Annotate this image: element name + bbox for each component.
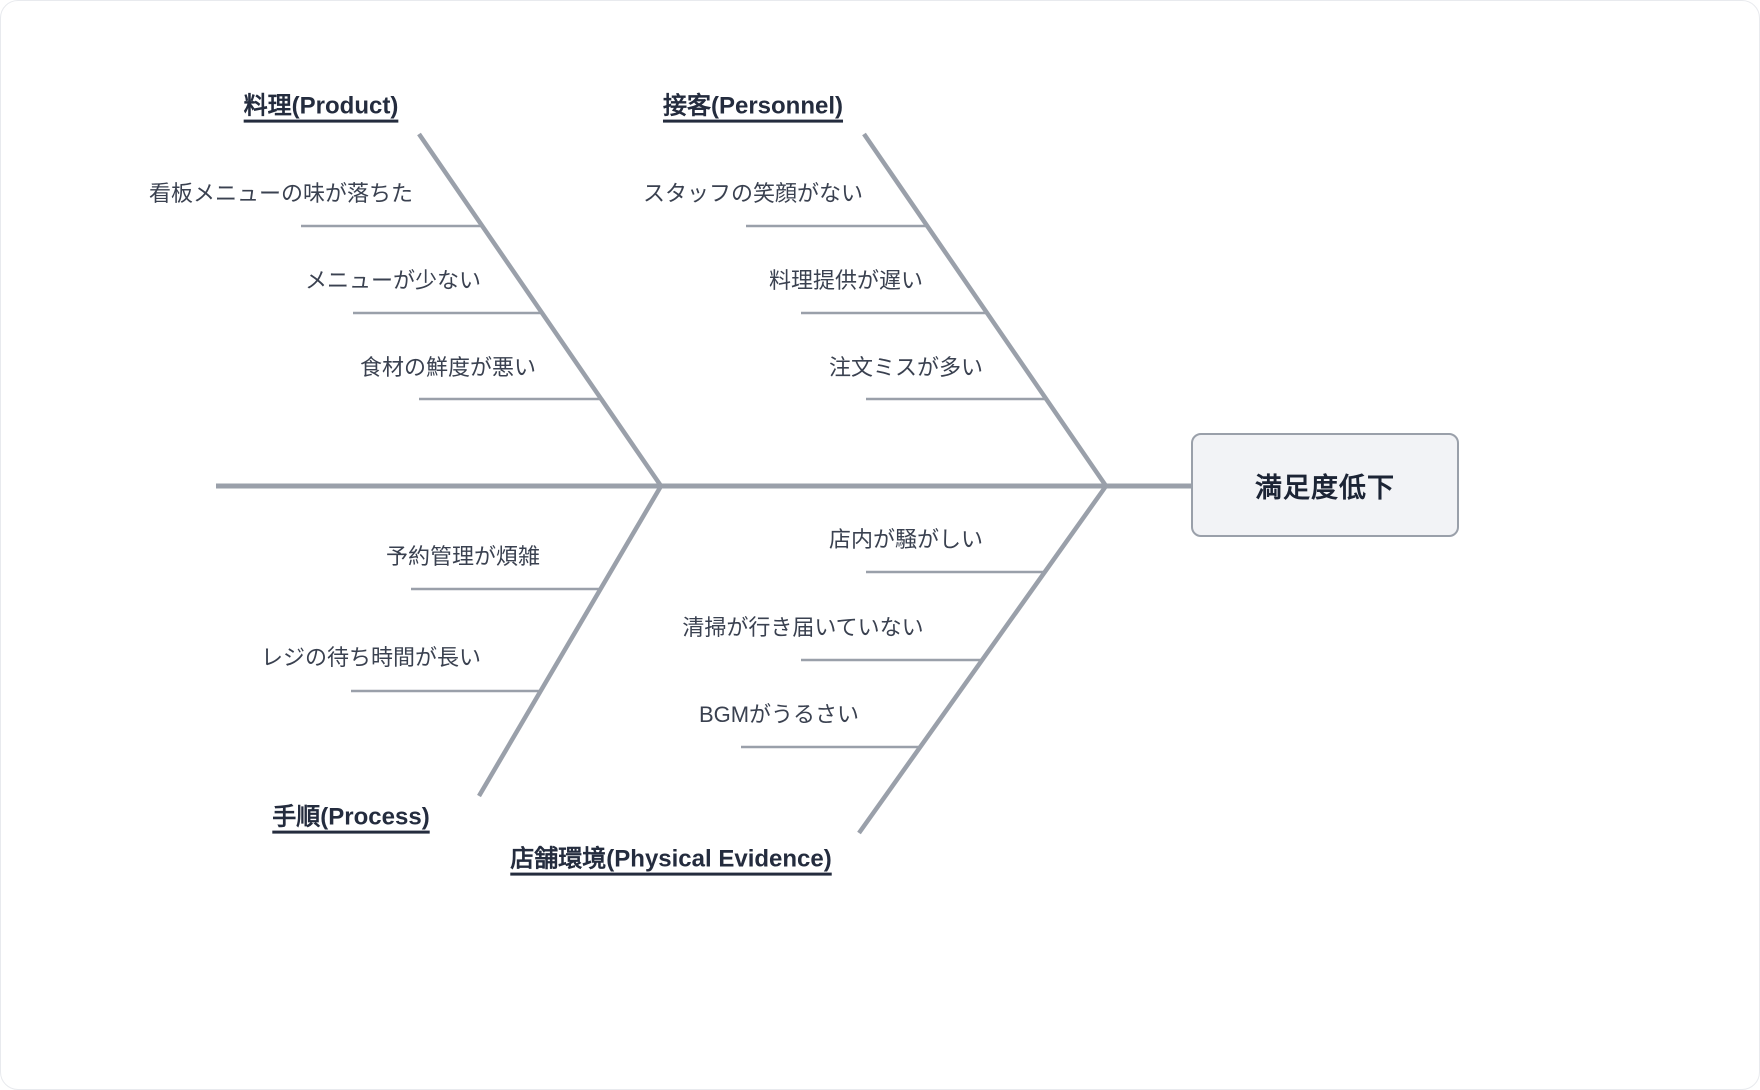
effect-box: 満足度低下 xyxy=(1191,433,1459,537)
effect-label: 満足度低下 xyxy=(1255,472,1395,503)
cause-label: 料理提供が遅い xyxy=(768,267,924,293)
branch-line-process xyxy=(477,484,663,798)
cause-label: スタッフの笑顔がない xyxy=(642,180,864,206)
category-label-physical-evidence: 店舗環境(Physical Evidence) xyxy=(510,845,832,873)
cause-label: レジの待ち時間が長い xyxy=(260,644,482,670)
cause-label: 予約管理が煩雑 xyxy=(385,543,541,569)
cause-label: 清掃が行き届いていない xyxy=(682,614,924,640)
cause-label: 看板メニューの味が落ちた xyxy=(148,180,414,206)
cause-label: 食材の鮮度が悪い xyxy=(359,354,537,380)
category-label-personnel: 接客(Personnel) xyxy=(662,92,844,120)
cause-label: 注文ミスが多い xyxy=(828,354,984,380)
category-label-process: 手順(Process) xyxy=(272,803,430,831)
cause-label: BGMがうるさい xyxy=(698,701,860,727)
branch-line-product xyxy=(417,132,663,488)
cause-label: 店内が騒がしい xyxy=(828,526,984,552)
cause-label: メニューが少ない xyxy=(304,267,482,293)
branch-line-physical-evidence xyxy=(857,484,1108,835)
branch-line-personnel xyxy=(862,132,1108,488)
category-label-product: 料理(Product) xyxy=(243,92,399,120)
